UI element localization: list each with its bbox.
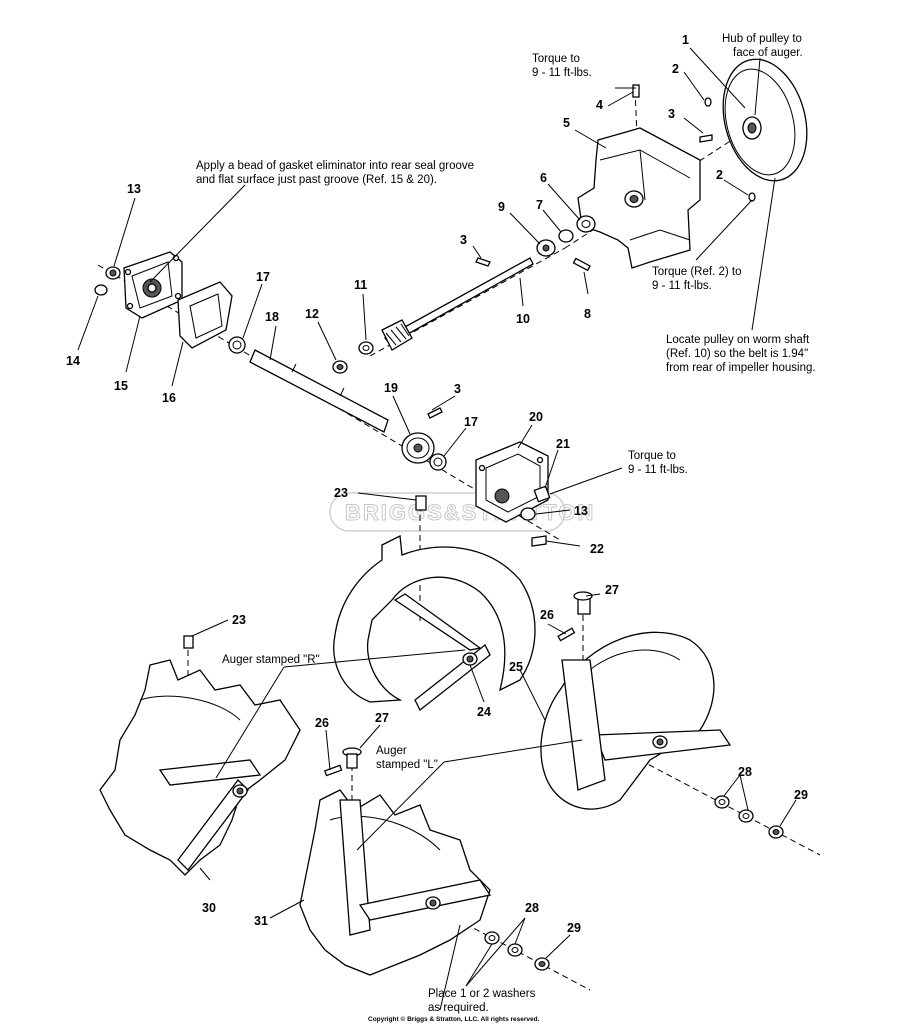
label-18: 18 xyxy=(265,310,279,324)
label-20: 20 xyxy=(529,410,543,424)
note-locate-line1: Locate pulley on worm shaft xyxy=(666,334,810,346)
label-14: 14 xyxy=(66,354,80,368)
label-13a: 13 xyxy=(127,182,141,196)
label-10: 10 xyxy=(516,312,530,326)
label-21: 21 xyxy=(556,437,570,451)
label-3a: 3 xyxy=(668,107,675,121)
note-auger-r: Auger stamped "R" xyxy=(222,654,320,666)
auger-washers-nuts xyxy=(484,795,784,971)
label-29a: 29 xyxy=(794,788,808,802)
note-torque-top-line2: 9 - 11 ft-lbs. xyxy=(532,67,592,79)
label-24: 24 xyxy=(477,705,491,719)
label-2b: 2 xyxy=(716,168,723,182)
gearbox-rear-cover xyxy=(94,251,183,319)
note-torque-ref2-line1: Torque (Ref. 2) to xyxy=(652,266,741,278)
copyright-text: Copyright © Briggs & Stratton, LLC. All … xyxy=(368,1015,540,1023)
label-13b: 13 xyxy=(574,504,588,518)
label-28b: 28 xyxy=(525,901,539,915)
label-28a: 28 xyxy=(738,765,752,779)
note-torque-top-line1: Torque to xyxy=(532,53,580,65)
label-26a: 26 xyxy=(540,608,554,622)
label-31: 31 xyxy=(254,914,268,928)
label-19: 19 xyxy=(384,381,398,395)
label-1: 1 xyxy=(682,33,689,47)
label-23a: 23 xyxy=(334,486,348,500)
watermark-text: BRIGGS&STRATTON xyxy=(345,500,595,525)
label-29b: 29 xyxy=(567,921,581,935)
upper-hardware xyxy=(475,84,756,272)
label-16: 16 xyxy=(162,391,176,405)
label-17a: 17 xyxy=(256,270,270,284)
label-8: 8 xyxy=(584,307,591,321)
note-torque-ref2-line2: 9 - 11 ft-lbs. xyxy=(652,280,712,292)
auger-shaft xyxy=(228,336,447,471)
auger-right-top xyxy=(333,534,536,712)
callout-notes: Hub of pulley to face of auger. Torque t… xyxy=(196,33,816,1014)
impeller-housing xyxy=(577,127,701,269)
note-washers-line1: Place 1 or 2 washers xyxy=(428,988,536,1000)
label-3c: 3 xyxy=(454,382,461,396)
note-hub-line2: face of auger. xyxy=(733,47,803,59)
pulley xyxy=(722,58,808,182)
label-5: 5 xyxy=(563,116,570,130)
gasket xyxy=(177,281,233,349)
label-27a: 27 xyxy=(605,583,619,597)
label-22: 22 xyxy=(590,542,604,556)
label-30: 30 xyxy=(202,901,216,915)
label-25: 25 xyxy=(509,660,523,674)
note-gasket-line2: and flat surface just past groove (Ref. … xyxy=(196,174,437,186)
note-auger-l-line2: stamped "L" xyxy=(376,759,438,771)
label-11: 11 xyxy=(354,278,367,292)
label-9: 9 xyxy=(498,200,505,214)
note-hub-line1: Hub of pulley to xyxy=(722,33,802,45)
label-3b: 3 xyxy=(460,233,467,247)
label-6: 6 xyxy=(540,171,547,185)
label-15: 15 xyxy=(114,379,128,393)
label-7: 7 xyxy=(536,198,543,212)
gearbox-front-housing xyxy=(415,441,551,547)
label-17b: 17 xyxy=(464,415,478,429)
auger-serrated-left xyxy=(99,635,301,876)
worm-shaft xyxy=(358,257,534,355)
note-auger-l-line1: Auger xyxy=(376,745,407,757)
note-gasket-line1: Apply a bead of gasket eliminator into r… xyxy=(196,160,474,172)
note-torque-right-line2: 9 - 11 ft-lbs. xyxy=(628,464,688,476)
leader-lines xyxy=(77,47,797,1011)
note-locate-line3: from rear of impeller housing. xyxy=(666,362,816,374)
note-locate-line2: (Ref. 10) so the belt is 1.94" xyxy=(666,348,808,360)
auger-right xyxy=(540,591,732,810)
auger-serrated-bottom xyxy=(299,747,492,976)
label-12: 12 xyxy=(305,307,319,321)
note-washers-line2: as required. xyxy=(428,1002,489,1014)
label-4: 4 xyxy=(596,98,603,112)
note-torque-right-line1: Torque to xyxy=(628,450,676,462)
label-2a: 2 xyxy=(672,62,679,76)
label-23b: 23 xyxy=(232,613,246,627)
label-26b: 26 xyxy=(315,716,329,730)
part-number-labels: 1 2 3 2 4 5 6 7 9 3 8 10 11 12 13 14 15 … xyxy=(66,33,808,935)
label-27b: 27 xyxy=(375,711,389,725)
